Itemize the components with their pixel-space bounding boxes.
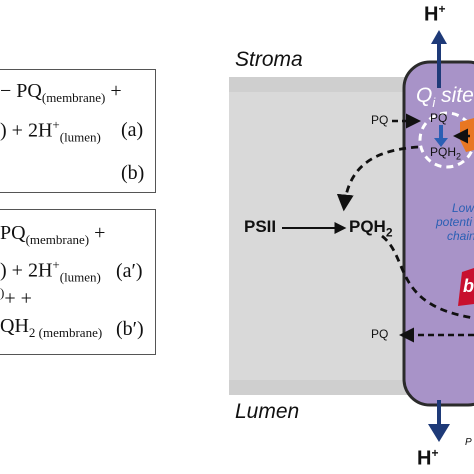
lumen-label: Lumen	[235, 400, 300, 423]
qi-site-label: Qi site	[416, 84, 474, 111]
qi-site-circle	[418, 111, 474, 169]
h-plus-arrow-top-head	[431, 30, 447, 44]
equation-tag-a: (a)	[121, 119, 144, 141]
pqh2-to-qo-curve	[381, 234, 474, 320]
pqh2-main-label: PQH2	[349, 217, 393, 240]
equation-box-top	[0, 69, 156, 193]
stroma-label: Stroma	[235, 48, 303, 71]
pq-top-label: PQ	[371, 113, 389, 127]
equation-tag-b: (b)	[121, 162, 145, 184]
low-potential-line-2: potenti	[436, 215, 473, 229]
h-plus-bottom-label: H+	[417, 446, 439, 470]
low-potential-line-1: Low	[452, 201, 474, 215]
equation-bottom-line-3: )+ +	[0, 285, 32, 310]
site-to-pqh2-curve	[336, 145, 419, 212]
bottom-small-label: P	[465, 437, 472, 448]
low-potential-line-3: chain	[447, 229, 474, 243]
equation-bottom-line-1: PQ(membrane) +	[0, 222, 106, 247]
equation-tag-a-prime: (a′)	[116, 260, 143, 282]
equation-tag-b-prime: (b′)	[116, 318, 144, 340]
site-pq-label: PQ	[430, 111, 448, 125]
equation-top-line-1: − PQ(membrane) +	[0, 80, 122, 105]
equation-bottom-line-4: QH2 (membrane)	[0, 315, 103, 340]
equation-bottom-line-2: ) + 2H+(lumen)	[0, 257, 101, 285]
equation-top-line-2: ) + 2H+(lumen)	[0, 117, 101, 145]
psii-label: PSII	[244, 217, 277, 236]
site-blue-arrow	[434, 125, 448, 147]
equation-box-bottom	[0, 209, 156, 355]
h-plus-top-label: H+	[424, 2, 446, 26]
pq-bottom-label: PQ	[371, 327, 389, 341]
heme-b-shape	[458, 268, 474, 306]
h-plus-arrow-bottom-head	[428, 424, 450, 442]
heme-b-label: b	[463, 276, 474, 296]
site-pqh2-label: PQH2	[430, 145, 462, 162]
